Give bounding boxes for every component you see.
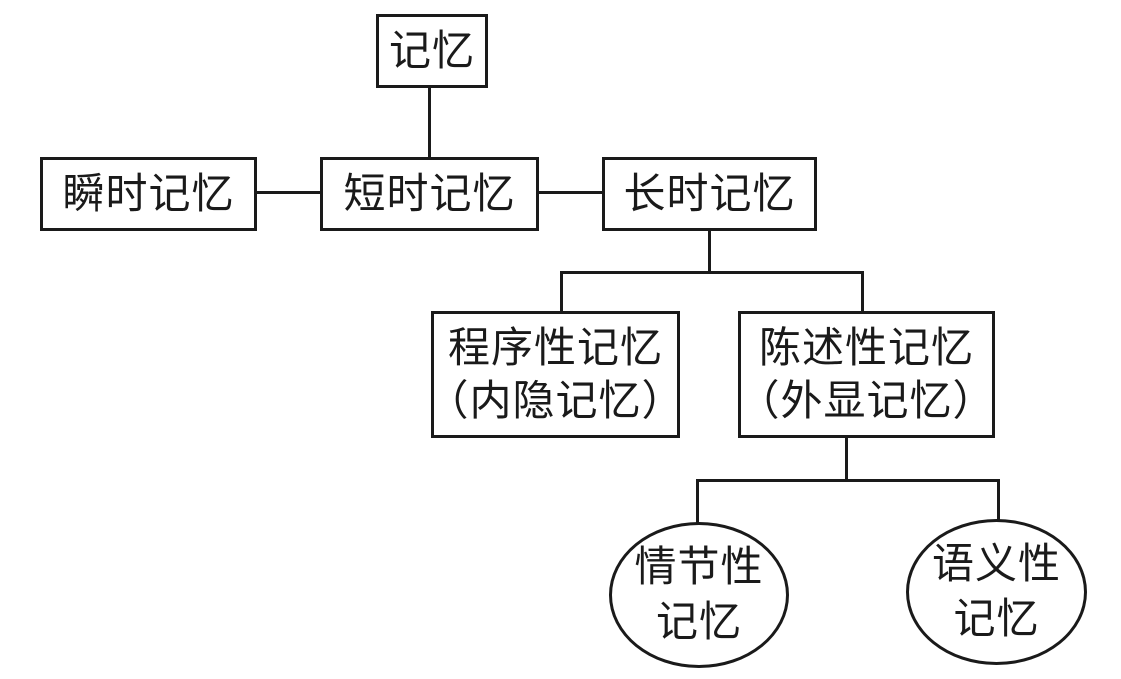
node-procedural-memory-line1: 程序性记忆 (447, 323, 663, 372)
node-declarative-memory: 陈述性记忆 （外显记忆） (738, 311, 995, 438)
connector-declarative-drop (861, 271, 864, 313)
node-sensory-memory-label: 瞬时记忆 (62, 168, 235, 218)
node-memory: 记忆 (376, 14, 488, 88)
node-short-term-memory: 短时记忆 (320, 157, 539, 231)
node-memory-label: 记忆 (388, 25, 475, 75)
connector-declarative-branch (696, 479, 1000, 482)
node-episodic-memory: 情节性 记忆 (609, 522, 789, 668)
node-semantic-memory-line1: 语义性 (931, 539, 1061, 589)
connector-semantic-drop (997, 479, 1000, 527)
connector-sensory-short-term (255, 191, 322, 194)
connector-memory-short-term (428, 86, 431, 160)
node-long-term-memory-label: 长时记忆 (623, 168, 796, 218)
node-procedural-memory-line2: （内隐记忆） (426, 375, 685, 425)
node-long-term-memory: 长时记忆 (602, 157, 817, 231)
node-episodic-memory-line1: 情节性 (634, 542, 764, 592)
connector-long-term-trunk (708, 229, 711, 273)
connector-procedural-drop (560, 271, 563, 313)
connector-short-term-long-term (537, 191, 604, 194)
connector-long-term-branch (560, 271, 864, 274)
node-semantic-memory-line2: 记忆 (953, 594, 1040, 643)
node-declarative-memory-line1: 陈述性记忆 (758, 323, 974, 372)
node-short-term-memory-label: 短时记忆 (343, 168, 516, 218)
connector-declarative-trunk (845, 436, 848, 481)
connector-episodic-drop (696, 479, 699, 527)
node-semantic-memory: 语义性 记忆 (906, 519, 1087, 665)
node-declarative-memory-line2: （外显记忆） (737, 375, 996, 425)
node-sensory-memory: 瞬时记忆 (40, 157, 257, 231)
node-procedural-memory: 程序性记忆 （内隐记忆） (427, 311, 684, 438)
node-episodic-memory-line2: 记忆 (655, 597, 742, 646)
